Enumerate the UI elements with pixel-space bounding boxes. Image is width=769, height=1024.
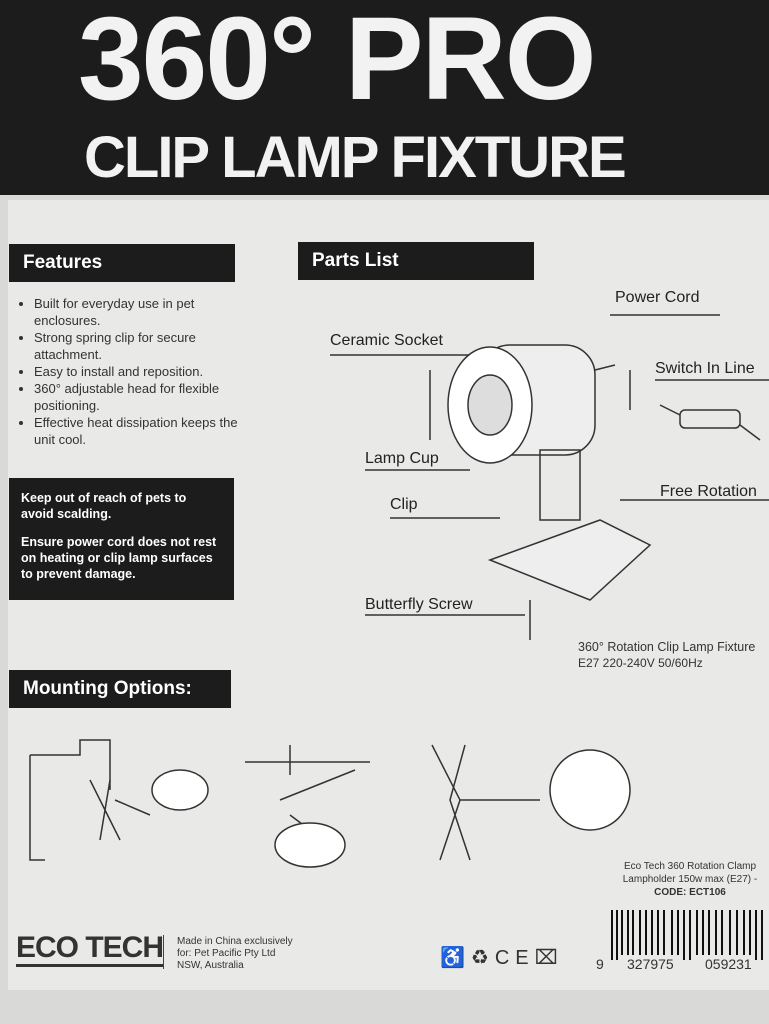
- compliance-symbols: ♿♻CE⌧: [440, 945, 564, 970]
- warning-box: Keep out of reach of pets to avoid scald…: [9, 478, 234, 600]
- product-description: Eco Tech 360 Rotation Clamp Lampholder 1…: [620, 860, 760, 899]
- feature-item: 360° adjustable head for flexible positi…: [34, 380, 259, 414]
- barcode: [611, 910, 763, 960]
- barcode-digits3: 059231: [705, 956, 752, 972]
- feature-item: Strong spring clip for secure attachment…: [34, 329, 259, 363]
- made-line2: for: Pet Pacific Pty Ltd: [177, 948, 276, 959]
- ce-mark-icon: CE: [494, 947, 535, 969]
- divider: [163, 935, 164, 969]
- label-lamp-cup: Lamp Cup: [365, 450, 439, 467]
- label-power-cord: Power Cord: [615, 289, 700, 306]
- label-switch: Switch In Line: [655, 360, 755, 377]
- lamp-diagram: [330, 314, 769, 640]
- title-line2: CLIP LAMP FIXTURE: [84, 125, 627, 190]
- feature-item: Easy to install and reposition.: [34, 363, 259, 380]
- warning-text: Ensure power cord does not rest on heati…: [21, 535, 217, 581]
- label-ceramic-socket: Ceramic Socket: [330, 332, 443, 349]
- made-in-text: Made in China exclusively for: Pet Pacif…: [177, 936, 293, 972]
- recycle-icon: ♻: [470, 947, 495, 969]
- label-butterfly-screw: Butterfly Screw: [365, 596, 473, 613]
- label-clip: Clip: [390, 496, 418, 513]
- caption-line2: E27 220-240V 50/60Hz: [578, 656, 703, 670]
- mounting-heading: Mounting Options:: [9, 670, 231, 708]
- weee-bin-icon: ⌧: [534, 947, 564, 969]
- tidyman-icon: ♿: [440, 947, 471, 969]
- title-banner: 360° PRO CLIP LAMP FIXTURE: [0, 0, 769, 195]
- feature-item: Built for everyday use in pet enclosures…: [34, 295, 259, 329]
- caption-line1: 360° Rotation Clip Lamp Fixture: [578, 640, 756, 654]
- features-list: Built for everyday use in pet enclosures…: [12, 295, 259, 448]
- ecotech-logo: ECO TECH: [16, 932, 164, 967]
- made-line3: NSW, Australia: [177, 960, 244, 971]
- features-heading: Features: [9, 244, 235, 282]
- barcode-digits2: 327975: [627, 956, 674, 972]
- mounting-diagrams: [29, 739, 631, 868]
- made-line1: Made in China exclusively: [177, 936, 293, 947]
- product-line1: Eco Tech 360 Rotation Clamp: [623, 861, 757, 872]
- warning-text: Keep out of reach of pets to avoid scald…: [21, 491, 187, 521]
- title-line1: 360° PRO: [78, 0, 597, 125]
- parts-heading: Parts List: [298, 242, 534, 280]
- barcode-digit1: 9: [596, 956, 604, 972]
- product-code: CODE: ECT106: [654, 887, 726, 898]
- product-line2: Lampholder 150w max (E27) -: [622, 874, 758, 885]
- feature-item: Effective heat dissipation keeps the uni…: [34, 414, 259, 448]
- label-free-rotation: Free Rotation: [660, 483, 757, 500]
